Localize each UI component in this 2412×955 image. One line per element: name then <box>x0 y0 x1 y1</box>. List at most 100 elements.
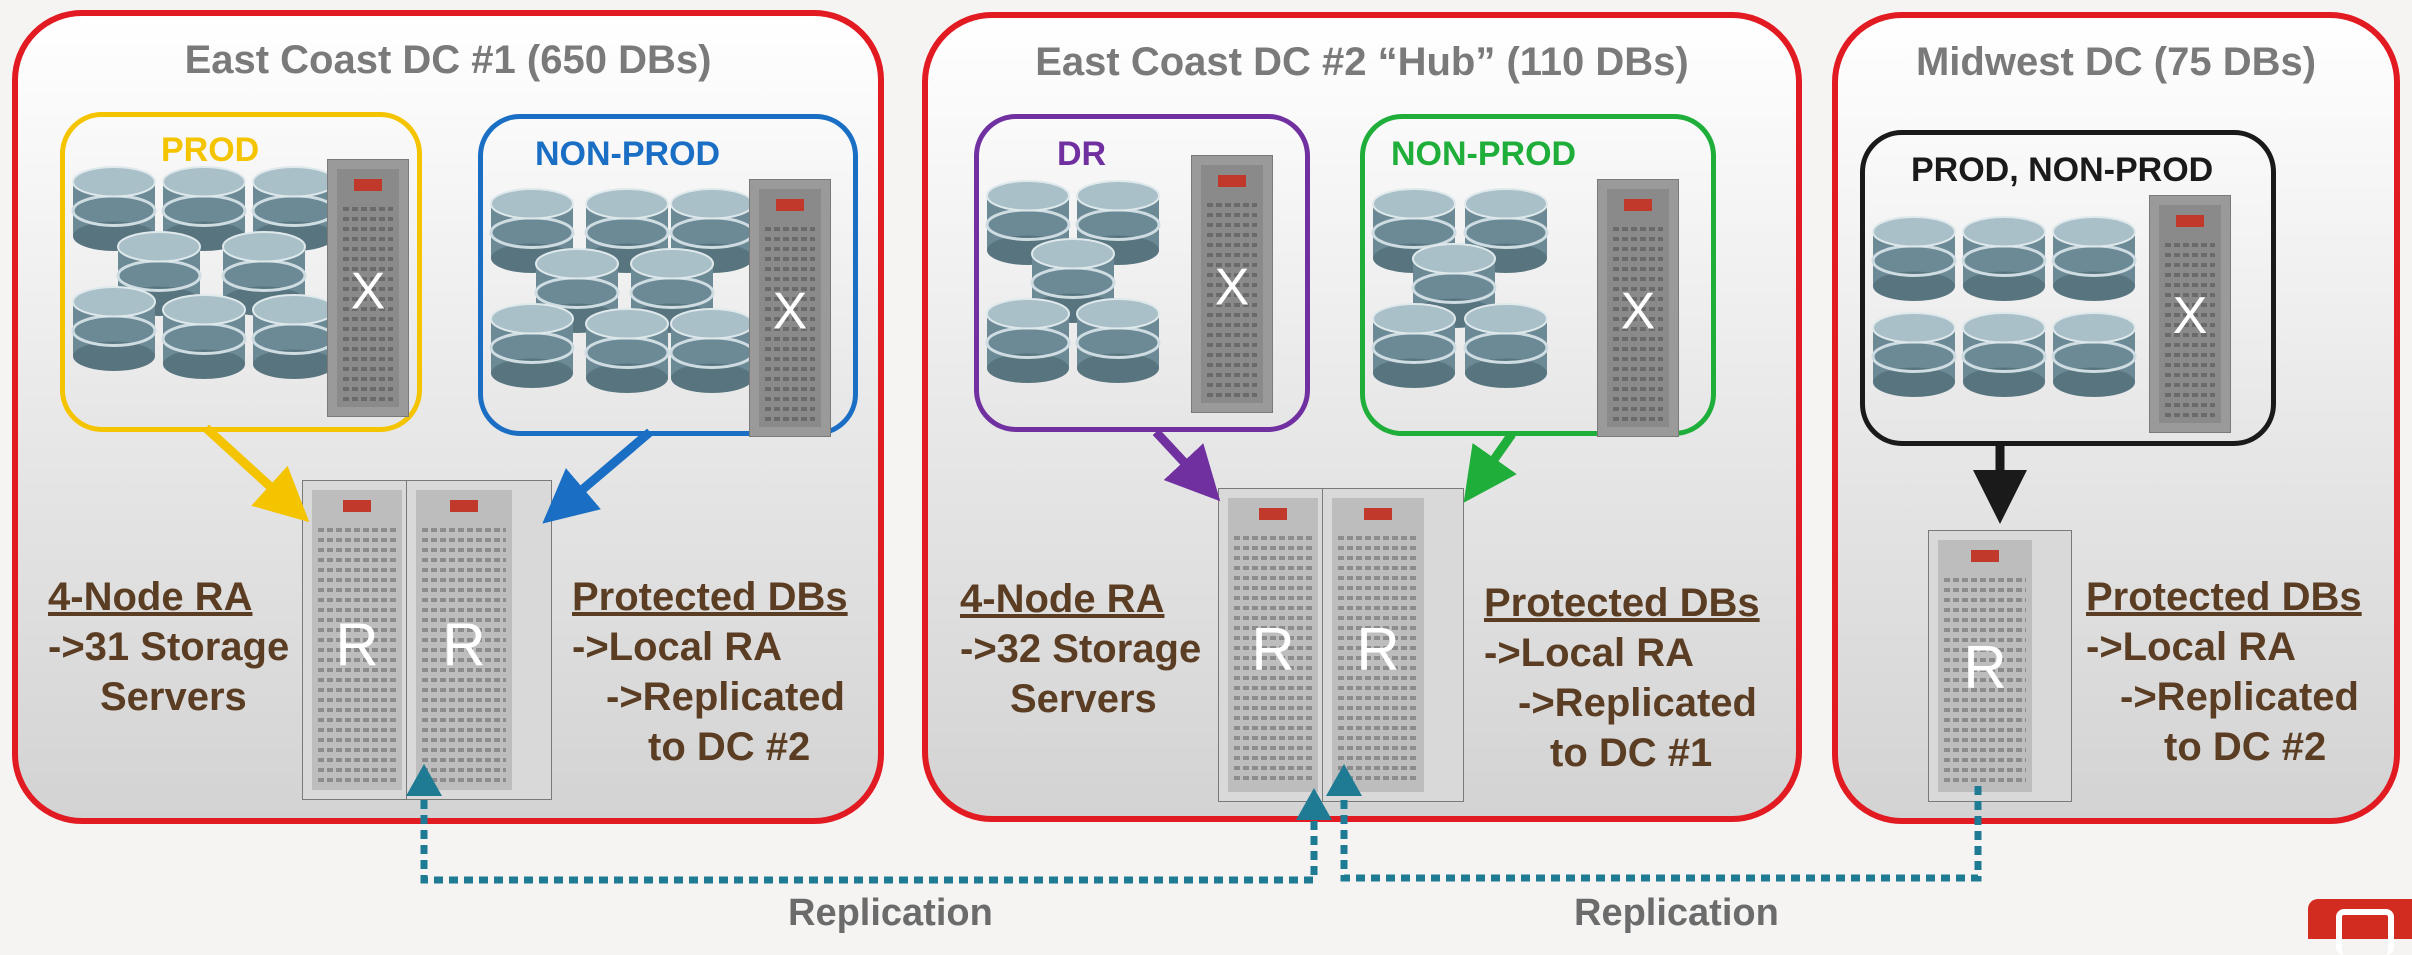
database-cluster <box>65 117 345 437</box>
env-label: NON-PROD <box>1391 135 1577 173</box>
database-cluster-graphic <box>489 188 755 393</box>
recovery-appliance-rack-icon: R <box>1217 487 1329 803</box>
env-label: PROD <box>161 131 260 169</box>
svg-text:X: X <box>1215 259 1250 317</box>
env-label: DR <box>1057 135 1107 173</box>
database-cylinder-icon <box>1075 298 1161 383</box>
replication-label: Replication <box>788 892 993 934</box>
protected-line: ->Replicated <box>2120 675 2359 719</box>
rack-graphic: R <box>1927 529 2073 803</box>
recovery-appliance-rack-icon: R <box>1321 487 1465 803</box>
exadata-rack-icon: X <box>748 178 832 438</box>
database-cylinder-icon <box>1961 216 2047 301</box>
exadata-rack-icon: X <box>1596 178 1680 438</box>
protected-line: ->Local RA <box>1484 631 1695 675</box>
env-label: NON-PROD <box>535 135 721 173</box>
svg-text:X: X <box>1621 283 1656 341</box>
database-cylinder-icon <box>2051 216 2137 301</box>
protected-line: ->Local RA <box>572 625 783 669</box>
datacenter-title: Midwest DC (75 DBs) <box>1915 40 2317 84</box>
ra-line: Servers <box>100 675 247 719</box>
env-non-prod: NON-PROD X <box>1360 114 1716 438</box>
protected-dbs-description: Protected DBs ->Local RA ->Replicated to… <box>1484 578 1760 778</box>
database-cluster <box>1365 119 1615 441</box>
database-cluster-graphic <box>985 180 1161 383</box>
ra-description: 4-Node RA ->32 Storage Servers <box>960 574 1201 724</box>
ra-title: 4-Node RA <box>48 575 253 619</box>
database-cylinder-icon <box>1463 303 1549 388</box>
svg-text:X: X <box>773 283 808 341</box>
oracle-logo-icon <box>2308 899 2412 955</box>
database-cluster <box>1865 135 2155 451</box>
env-prod: PROD X <box>60 112 422 432</box>
rack-graphic: R <box>405 479 553 801</box>
database-cylinder-icon <box>985 298 1071 383</box>
protected-line: ->Local RA <box>2086 625 2297 669</box>
database-cylinder-icon <box>71 166 157 251</box>
database-cylinder-icon <box>985 180 1071 265</box>
database-cylinder-icon <box>1961 312 2047 397</box>
svg-text:X: X <box>2173 287 2208 345</box>
env-prod-non-prod: PROD, NON-PROD X <box>1860 130 2276 446</box>
rack-graphic: X <box>1596 178 1680 438</box>
database-cluster-graphic <box>1371 188 1549 388</box>
database-cylinder-icon <box>2051 312 2137 397</box>
database-cylinder-icon <box>161 294 247 379</box>
ra-title: 4-Node RA <box>960 577 1165 621</box>
svg-text:R: R <box>442 612 485 679</box>
replication-label: Replication <box>1574 892 1779 934</box>
datacenter-east-coast-1: East Coast DC #1 (650 DBs) PROD X NON-PR… <box>12 10 884 824</box>
database-cluster-graphic <box>1871 216 2137 397</box>
database-cluster <box>979 119 1209 437</box>
protected-title: Protected DBs <box>572 575 848 619</box>
protected-title: Protected DBs <box>1484 581 1760 625</box>
protected-line: to DC #1 <box>1550 731 1713 775</box>
recovery-appliance-rack-icon: R <box>405 479 553 801</box>
rack-graphic: X <box>2148 194 2232 434</box>
datacenter-title: East Coast DC #1 (650 DBs) <box>184 38 712 82</box>
datacenter-midwest: Midwest DC (75 DBs) PROD, NON-PROD X R P… <box>1832 12 2400 824</box>
svg-text:X: X <box>351 263 386 321</box>
svg-text:R: R <box>1356 616 1399 683</box>
recovery-appliance-rack-icon: R <box>301 479 413 801</box>
rack-graphic: X <box>748 178 832 438</box>
protected-dbs-description: Protected DBs ->Local RA ->Replicated to… <box>572 572 848 772</box>
rack-graphic: R <box>301 479 413 801</box>
database-cylinder-icon <box>1871 312 1957 397</box>
database-cylinder-icon <box>584 308 670 393</box>
database-cluster <box>483 119 773 441</box>
exadata-rack-icon: X <box>2148 194 2232 434</box>
protected-line: to DC #2 <box>648 725 811 769</box>
rack-graphic: R <box>1217 487 1329 803</box>
env-dr: DR X <box>974 114 1310 432</box>
database-cluster-graphic <box>71 166 337 379</box>
ra-line: Servers <box>1010 677 1157 721</box>
rack-graphic: R <box>1321 487 1465 803</box>
protected-title: Protected DBs <box>2086 575 2362 619</box>
database-cylinder-icon <box>71 286 157 371</box>
svg-text:R: R <box>335 612 378 679</box>
env-non-prod: NON-PROD X <box>478 114 858 438</box>
protected-dbs-description: Protected DBs ->Local RA ->Replicated to… <box>2086 572 2362 772</box>
database-cylinder-icon <box>1371 303 1457 388</box>
svg-text:R: R <box>1963 634 2006 701</box>
protected-line: to DC #2 <box>2164 725 2327 769</box>
exadata-rack-icon: X <box>1190 154 1274 414</box>
rack-graphic: X <box>326 158 410 418</box>
database-cylinder-icon <box>669 308 755 393</box>
protected-line: ->Replicated <box>1518 681 1757 725</box>
ra-description: 4-Node RA ->31 Storage Servers <box>48 572 289 722</box>
datacenter-title: East Coast DC #2 “Hub” (110 DBs) <box>1035 40 1689 84</box>
database-cylinder-icon <box>489 303 575 388</box>
rack-graphic: X <box>1190 154 1274 414</box>
exadata-rack-icon: X <box>326 158 410 418</box>
svg-text:R: R <box>1251 616 1294 683</box>
datacenter-east-coast-2: East Coast DC #2 “Hub” (110 DBs) DR X NO… <box>922 12 1802 822</box>
recovery-appliance-rack-icon: R <box>1927 529 2073 803</box>
env-label: PROD, NON-PROD <box>1911 151 2214 189</box>
database-cylinder-icon <box>221 230 307 316</box>
ra-line: ->32 Storage <box>960 627 1202 671</box>
database-cylinder-icon <box>251 294 337 379</box>
ra-line: ->31 Storage <box>48 625 290 669</box>
database-cylinder-icon <box>1871 216 1957 301</box>
